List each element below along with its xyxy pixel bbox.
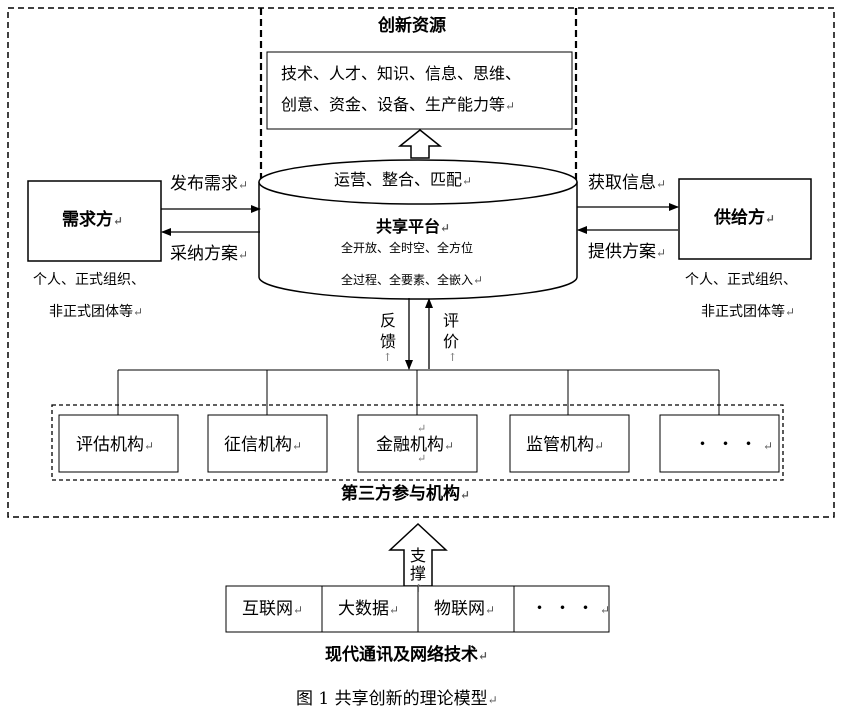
tech-label-1: 互联网↵ xyxy=(242,599,304,619)
return-mark: ↵ xyxy=(133,305,144,319)
institution-label-1: 评估机构↵ xyxy=(76,435,155,455)
resources-line-2: 创意、资金、设备、生产能力等↵ xyxy=(281,95,516,114)
tech-label-3: 物联网↵ xyxy=(434,599,496,619)
evaluate-char-2: 价 xyxy=(443,332,460,351)
get-info-label: 获取信息↵ xyxy=(588,173,667,193)
resources-title: 创新资源 xyxy=(378,16,446,36)
institution-label-5: ・・・↵ xyxy=(694,435,780,455)
support-char-2: 撑 xyxy=(410,564,427,583)
return-mark: ↵ xyxy=(144,439,155,453)
platform-title: 共享平台↵ xyxy=(376,217,451,236)
institution-box-1 xyxy=(58,414,179,473)
tech-label-4: ・・・↵ xyxy=(531,599,617,619)
platform-line-2: 全过程、全要素、全嵌入↵ xyxy=(341,273,484,287)
institutions-group-frame xyxy=(51,404,784,481)
demand-note-line-1: 个人、正式组织、 xyxy=(33,272,145,288)
institution-label-2: 征信机构↵ xyxy=(224,435,303,455)
demand-note-line-2: 非正式团体等↵ xyxy=(49,304,144,320)
institution-3-return-top: ↵ xyxy=(417,422,427,435)
support-arrow xyxy=(388,522,448,587)
publish-demand-label: 发布需求↵ xyxy=(170,174,249,194)
return-mark: ↵ xyxy=(485,603,496,617)
tech-group-label: 现代通讯及网络技术↵ xyxy=(325,645,489,665)
feedback-char-2: 馈 xyxy=(380,332,397,351)
institution-label-3: 金融机构↵ xyxy=(376,435,455,455)
resources-box xyxy=(266,51,573,130)
return-mark: ↵ xyxy=(600,603,617,617)
institution-box-4 xyxy=(509,414,630,473)
platform-to-resources-arrow xyxy=(397,129,443,159)
adopt-solution-label: 采纳方案↵ xyxy=(170,244,249,264)
evaluate-soft-return: ↑ xyxy=(448,351,458,364)
return-mark: ↵ xyxy=(440,221,451,235)
institution-label-4: 监管机构↵ xyxy=(526,435,605,455)
demand-title: 需求方↵ xyxy=(62,210,124,230)
return-mark: ↵ xyxy=(765,212,776,226)
return-mark: ↵ xyxy=(293,603,304,617)
return-mark: ↵ xyxy=(238,178,249,192)
return-mark: ↵ xyxy=(444,439,455,453)
platform-cylinder-body xyxy=(258,182,578,300)
return-mark: ↵ xyxy=(487,693,498,707)
return-mark: ↵ xyxy=(763,439,780,453)
feedback-soft-return: ↑ xyxy=(383,351,393,364)
return-mark: ↵ xyxy=(505,99,516,113)
support-char-1: 支 xyxy=(410,546,427,565)
return-mark: ↵ xyxy=(292,439,303,453)
return-mark: ↵ xyxy=(785,305,796,319)
return-mark: ↵ xyxy=(460,488,471,502)
tech-label-2: 大数据↵ xyxy=(338,599,400,619)
platform-line-1: 全开放、全时空、全方位 xyxy=(341,241,474,255)
platform-cylinder-top xyxy=(258,159,578,205)
institution-3-return-bottom: ↵ xyxy=(417,452,427,465)
supply-note-line-1: 个人、正式组织、 xyxy=(685,272,797,288)
return-mark: ↵ xyxy=(656,177,667,191)
institutions-group-label: 第三方参与机构↵ xyxy=(341,484,471,504)
return-mark: ↵ xyxy=(594,439,605,453)
feedback-char-1: 反 xyxy=(380,311,397,330)
supply-note-line-2: 非正式团体等↵ xyxy=(701,304,796,320)
return-mark: ↵ xyxy=(389,603,400,617)
supply-title: 供给方↵ xyxy=(714,208,776,228)
return-mark: ↵ xyxy=(462,174,473,188)
support-soft-return: ↑ xyxy=(414,582,424,595)
institution-box-3 xyxy=(357,414,478,473)
institution-box-2 xyxy=(207,414,328,473)
demand-box xyxy=(27,180,162,262)
return-mark: ↵ xyxy=(113,214,124,228)
return-mark: ↵ xyxy=(656,246,667,260)
supply-box xyxy=(678,178,812,260)
provide-solution-label: 提供方案↵ xyxy=(588,242,667,262)
platform-top-label: 运营、整合、匹配↵ xyxy=(334,170,473,189)
resources-line-1: 技术、人才、知识、信息、思维、 xyxy=(281,64,522,83)
return-mark: ↵ xyxy=(478,649,489,663)
evaluate-char-1: 评 xyxy=(443,311,460,330)
return-mark: ↵ xyxy=(238,248,249,262)
figure-caption: 图 1 共享创新的理论模型↵ xyxy=(296,689,498,709)
institution-box-5 xyxy=(659,414,780,473)
return-mark: ↵ xyxy=(473,273,484,287)
outer-dashed-frame xyxy=(7,7,835,518)
